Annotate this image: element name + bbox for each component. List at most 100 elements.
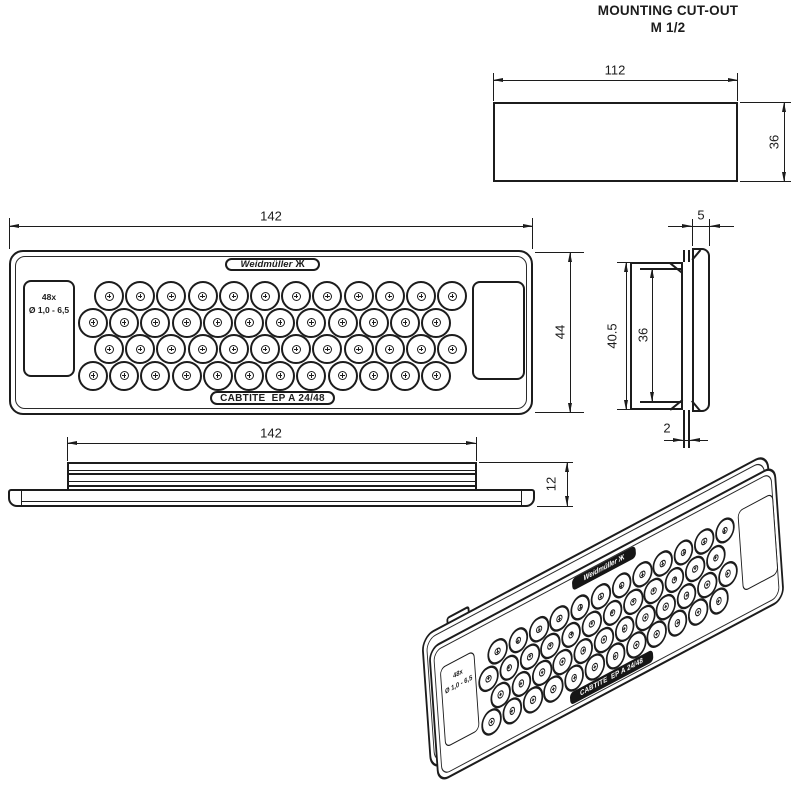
dim-front-height: 44 <box>552 324 568 340</box>
grommet-center-icon <box>322 291 332 301</box>
grommet-center-icon <box>632 639 640 651</box>
grommet-center-icon <box>609 607 616 619</box>
grommet-center-icon <box>88 371 98 380</box>
grommet-center-icon <box>416 291 426 301</box>
dim-side-plate: 2 <box>663 420 671 436</box>
grommet-center-icon <box>721 525 729 536</box>
iso-plate-face: Weidmüller Ж 48x Ø 1,0 - 6,5 CABTITE EP … <box>428 464 785 784</box>
dim-cutout-height: 36 <box>766 134 782 150</box>
extension-line <box>493 73 494 101</box>
grommet-center-icon <box>182 371 192 380</box>
side-flange <box>692 248 710 412</box>
grommet-center-icon <box>642 612 649 624</box>
dim-arrow <box>781 172 786 182</box>
body-inner-line <box>640 401 683 403</box>
grommet-center-icon <box>150 318 160 327</box>
grommet-center-icon <box>354 344 364 354</box>
dimension-line <box>626 262 627 410</box>
grommet-center-icon <box>104 291 114 301</box>
grommet-center-icon <box>385 291 395 301</box>
grommet-center-icon <box>508 705 516 717</box>
grommet <box>265 307 296 338</box>
dimension-line <box>668 226 734 227</box>
grommet <box>296 360 327 391</box>
dim-arrow <box>623 262 628 272</box>
extension-line <box>537 506 573 507</box>
grommet <box>421 307 452 338</box>
dim-arrow <box>67 440 77 445</box>
grommet <box>406 334 436 364</box>
profile-body <box>67 462 477 489</box>
grommet-center-icon <box>275 371 285 380</box>
dim-profile-width: 142 <box>260 425 282 441</box>
grommet-center-icon <box>671 574 678 586</box>
grommet <box>171 307 202 338</box>
grommet-center-icon <box>385 344 395 354</box>
flange-end-line <box>21 490 22 506</box>
plate-inner-outline <box>15 256 527 409</box>
extension-line <box>709 219 710 246</box>
dimension-line <box>9 226 533 227</box>
grommet-grid <box>11 252 531 413</box>
grommet <box>421 360 452 391</box>
grommet-center-icon <box>712 552 720 564</box>
dim-cutout-width: 112 <box>604 62 626 78</box>
entries-count: 48x <box>41 292 57 302</box>
grommet-center-icon <box>400 371 410 380</box>
grommet-center-icon <box>559 656 566 668</box>
grommet-center-icon <box>570 672 578 684</box>
grommet <box>78 307 108 338</box>
grommet <box>312 281 343 311</box>
dim-arrow <box>649 392 654 402</box>
grommet-center-icon <box>505 662 513 673</box>
profile-layer-line <box>68 473 476 475</box>
product-label: CABTITE EP A 24/48 <box>210 391 335 405</box>
grommet-center-icon <box>135 344 145 354</box>
dim-arrow <box>710 223 720 228</box>
extension-line <box>740 102 791 103</box>
view-isometric: Weidmüller Ж 48x Ø 1,0 - 6,5 CABTITE EP … <box>421 452 785 784</box>
dimension-line <box>784 102 785 182</box>
grommet-center-icon <box>704 579 711 591</box>
grommet-center-icon <box>485 673 492 684</box>
extension-line <box>692 219 693 246</box>
dim-side-flange: 5 <box>697 207 705 223</box>
grommet-center-icon <box>431 318 441 327</box>
dim-arrow <box>493 77 503 82</box>
flange-inner-line <box>21 501 521 502</box>
dim-arrow <box>623 400 628 410</box>
grommet-center-icon <box>119 371 129 380</box>
dim-side-overall: 40.5 <box>604 323 620 349</box>
dimension-line <box>570 252 571 413</box>
grommet-center-icon <box>715 595 723 607</box>
dim-arrow <box>673 437 683 442</box>
dim-arrow <box>9 223 19 228</box>
grommet-center-icon <box>535 624 543 635</box>
grommet <box>374 334 405 364</box>
dim-arrow <box>690 437 700 442</box>
grommet <box>109 307 140 338</box>
grommet-center-icon <box>322 344 332 354</box>
grommet <box>202 360 233 391</box>
grommet <box>156 281 187 311</box>
grommet-center-icon <box>612 650 619 662</box>
grommet <box>358 360 389 391</box>
grommet <box>250 281 280 311</box>
grommet-center-icon <box>515 635 522 646</box>
grommet-center-icon <box>662 601 670 613</box>
grommet-center-icon <box>416 344 426 354</box>
grommet <box>390 307 420 338</box>
grommet <box>187 281 218 311</box>
grommet <box>109 360 140 391</box>
side-body <box>630 262 683 410</box>
grommet-center-icon <box>597 591 605 602</box>
grommet-center-icon <box>691 563 699 575</box>
grommet-center-icon <box>338 318 348 327</box>
iso-grommet-grid <box>430 467 783 781</box>
grommet-center-icon <box>529 694 537 706</box>
grommet-center-icon <box>556 613 563 624</box>
grommet-center-icon <box>260 344 270 354</box>
extension-line <box>737 73 738 101</box>
grommet <box>343 281 374 311</box>
grommet-center-icon <box>659 558 667 569</box>
